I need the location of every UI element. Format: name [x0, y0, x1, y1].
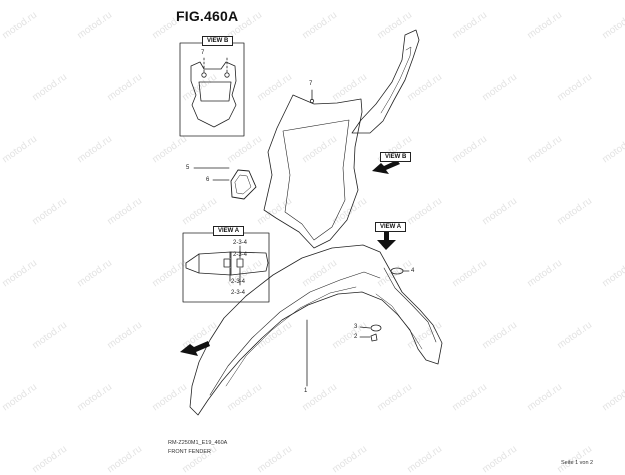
callout-7: 7 — [309, 81, 313, 87]
view-b-number-plate — [190, 61, 237, 128]
view-a-tag: VIEW A — [213, 226, 245, 236]
callout-3: 3 — [354, 324, 358, 330]
view-a-callout-4: 2-3-4 — [231, 290, 246, 296]
view-b-arrow-label: VIEW B — [380, 152, 412, 162]
washer-3 — [370, 324, 382, 332]
callout-2: 2 — [354, 334, 358, 340]
callout-6: 6 — [206, 177, 210, 183]
view-a-callout-3: 2-3-4 — [231, 279, 246, 285]
view-b-arrow-icon — [372, 160, 400, 174]
callout-7-view-b: 7 — [201, 50, 205, 56]
figure-title: FIG.460A — [176, 8, 239, 24]
view-a-mount — [236, 258, 244, 268]
view-a-callout-1: 2-3-4 — [233, 240, 248, 246]
view-a-arrow-label: VIEW A — [375, 222, 407, 232]
bolt-2 — [370, 333, 378, 342]
screw-7 — [309, 98, 315, 104]
front-number-plate — [263, 94, 363, 249]
view-b-tag: VIEW B — [202, 36, 234, 46]
view-a-fender — [185, 251, 269, 276]
front-fender — [189, 244, 443, 416]
view-a-arrow-icon — [377, 232, 396, 250]
callout-4: 4 — [411, 268, 415, 274]
callout-5: 5 — [186, 165, 190, 171]
view-b-inset-frame — [179, 42, 245, 137]
model-code: RM-Z250M1_E19_460A — [168, 440, 228, 446]
page-number: Seite 1 von 2 — [561, 460, 594, 466]
view-a-callout-2: 2-3-4 — [233, 252, 248, 258]
forward-direction-arrow-icon — [180, 341, 210, 356]
part-description: FRONT FENDER — [168, 449, 211, 455]
view-a-inset-frame — [182, 232, 270, 303]
view-b-plate-window — [198, 81, 232, 102]
plate-bracket-strap — [351, 29, 420, 134]
callout-1: 1 — [304, 388, 308, 394]
bolt-4 — [390, 267, 404, 275]
